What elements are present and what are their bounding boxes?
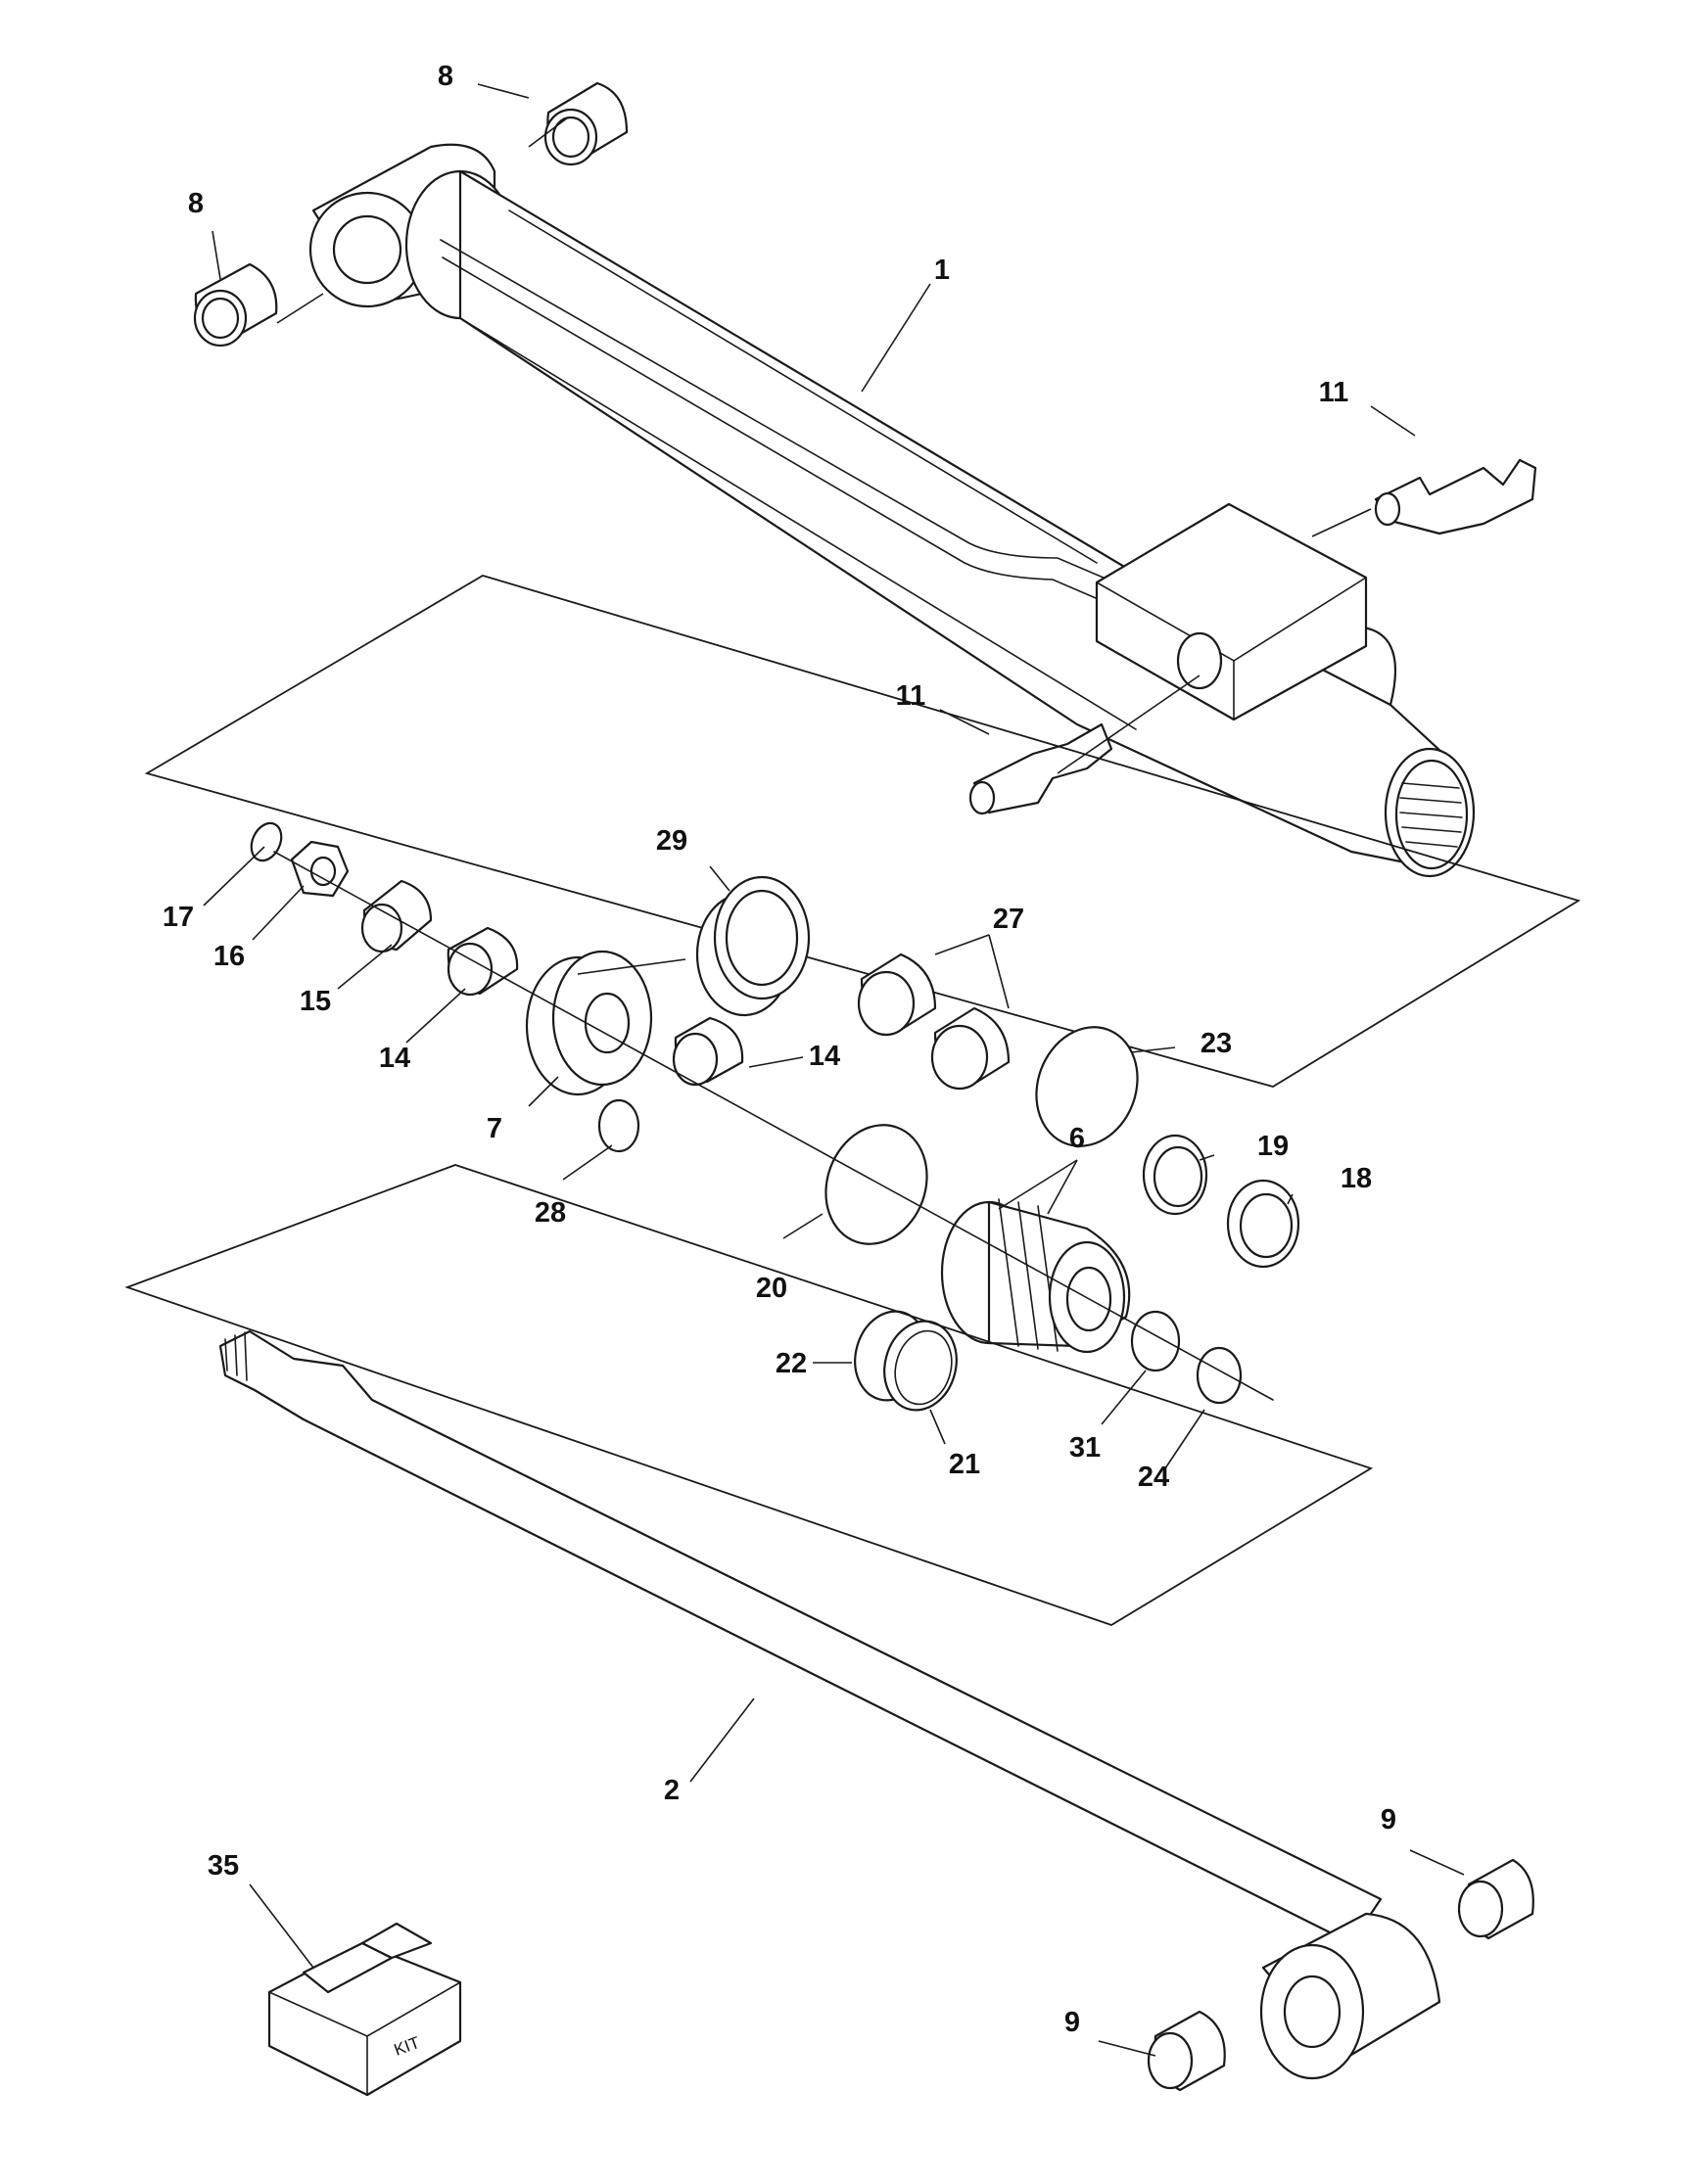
wear-ring-14-left xyxy=(447,926,519,997)
callout-17: 17 xyxy=(163,902,194,933)
callout-7: 7 xyxy=(487,1113,502,1144)
callout-15: 15 xyxy=(300,986,331,1017)
callout-14-left: 14 xyxy=(379,1043,410,1074)
callout-11-upper: 11 xyxy=(1319,377,1349,408)
bushing-9-upper xyxy=(1457,1858,1534,1940)
callout-24: 24 xyxy=(1138,1462,1169,1493)
callout-19: 19 xyxy=(1257,1131,1289,1162)
ring-31 xyxy=(1130,1310,1181,1372)
callout-9-lower: 9 xyxy=(1064,2007,1080,2038)
callout-23: 23 xyxy=(1201,1028,1232,1059)
bushing-9-lower xyxy=(1147,2010,1226,2092)
o-ring-20 xyxy=(824,1124,928,1245)
o-ring-23 xyxy=(1035,1026,1139,1147)
piston-rod xyxy=(218,1329,1441,2080)
bushing-15 xyxy=(360,879,433,953)
bushing-27-right xyxy=(930,1006,1011,1091)
callout-8-upper: 8 xyxy=(438,61,453,92)
nut-16 xyxy=(290,840,350,898)
callout-14-right: 14 xyxy=(809,1041,840,1072)
callout-6: 6 xyxy=(1069,1123,1085,1154)
wear-ring-14-right xyxy=(672,1016,744,1087)
callout-2: 2 xyxy=(664,1775,680,1806)
callout-8-lower: 8 xyxy=(188,188,204,219)
callout-18: 18 xyxy=(1341,1163,1372,1194)
callout-31: 31 xyxy=(1069,1432,1101,1464)
callout-9-upper: 9 xyxy=(1381,1804,1396,1835)
seal-29 xyxy=(695,875,811,1017)
callout-35: 35 xyxy=(208,1850,239,1882)
callout-1: 1 xyxy=(934,255,950,286)
callout-20: 20 xyxy=(756,1273,787,1304)
seal-18 xyxy=(1226,1179,1300,1269)
rod-plane xyxy=(124,1164,1374,1626)
callout-labels: 8 8 1 11 11 29 27 17 16 15 14 14 7 28 23… xyxy=(163,61,1396,2038)
ring-24 xyxy=(1196,1346,1243,1405)
check-valve-11-lower xyxy=(968,722,1113,815)
leader-lines xyxy=(203,83,1465,2057)
bushing-27-left xyxy=(857,953,937,1037)
seal-kit-box: KIT xyxy=(267,1922,462,2097)
cylinder-barrel xyxy=(308,143,1476,878)
bushing-8-upper xyxy=(543,81,629,166)
callout-29: 29 xyxy=(656,825,687,857)
piston-6 xyxy=(940,1198,1131,1354)
callout-21: 21 xyxy=(949,1449,980,1480)
head-7 xyxy=(525,950,653,1096)
check-valve-11-upper xyxy=(1374,458,1537,535)
seal-19 xyxy=(1142,1134,1208,1216)
callout-28: 28 xyxy=(535,1197,566,1229)
callout-27: 27 xyxy=(993,904,1024,935)
callout-11-lower: 11 xyxy=(896,680,926,712)
bushing-8-lower xyxy=(193,262,278,348)
callout-16: 16 xyxy=(213,941,245,972)
callout-22: 22 xyxy=(776,1348,807,1379)
ring-28 xyxy=(597,1098,640,1153)
